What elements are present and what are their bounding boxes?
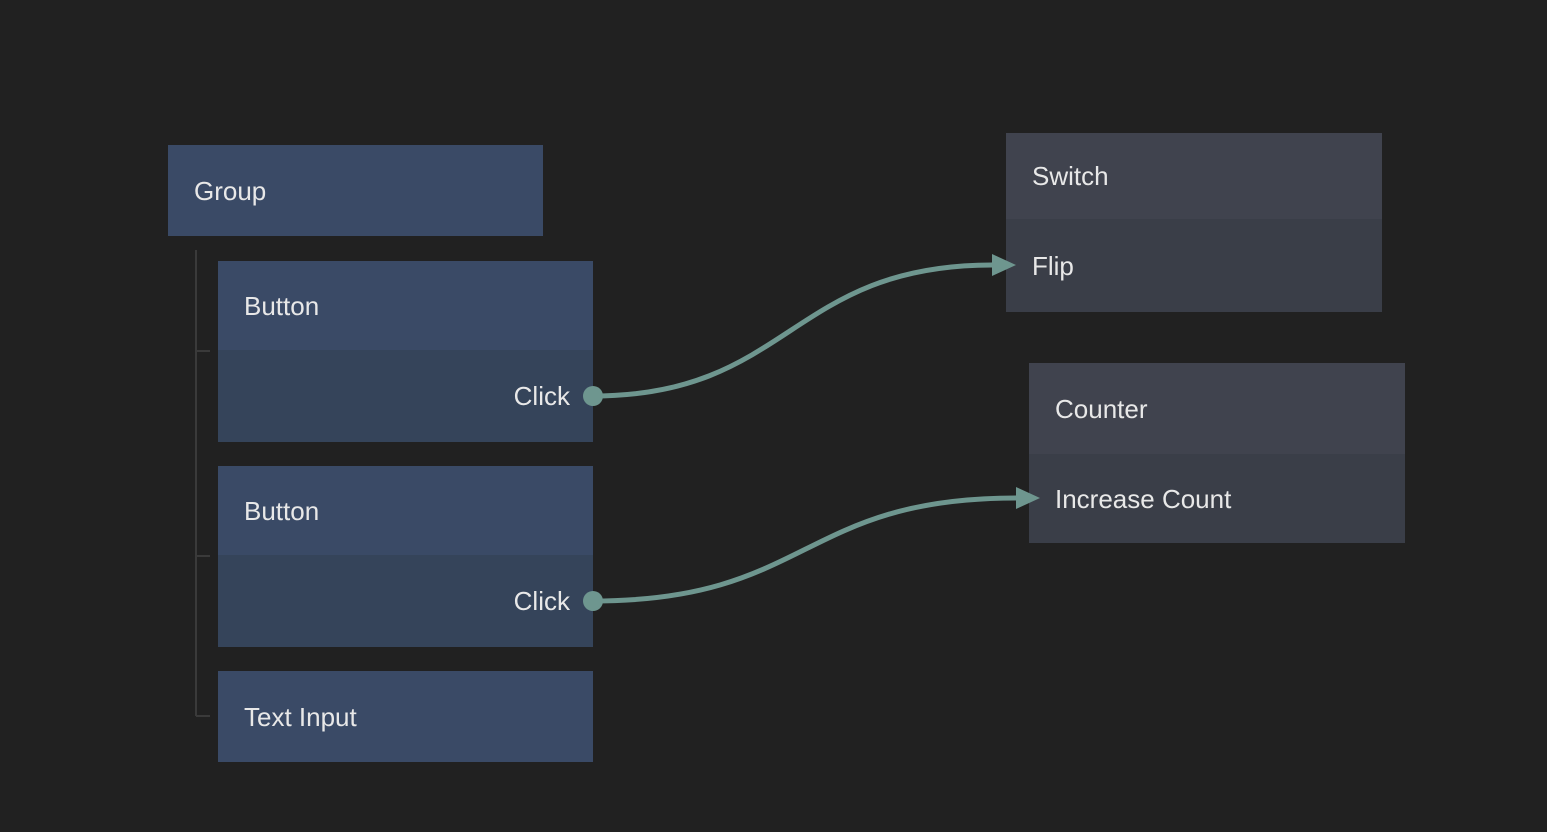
node-group-title: Group: [194, 175, 267, 206]
node-button-1-header[interactable]: Button: [218, 261, 593, 350]
node-counter-body: Increase Count: [1029, 454, 1405, 543]
node-counter-header[interactable]: Counter: [1029, 363, 1405, 454]
node-counter-title: Counter: [1055, 393, 1148, 424]
node-button-2[interactable]: Button Click: [218, 466, 593, 647]
input-port-label-flip: Flip: [1032, 250, 1074, 281]
node-group-header[interactable]: Group: [168, 145, 543, 236]
node-text-input-header[interactable]: Text Input: [218, 671, 593, 762]
edge-click2-to-increase-count[interactable]: [592, 487, 1040, 604]
node-text-input[interactable]: Text Input: [218, 671, 593, 762]
node-group[interactable]: Group: [168, 145, 543, 236]
output-port-label-click-2: Click: [513, 586, 570, 616]
node-text-input-title: Text Input: [244, 701, 357, 732]
node-switch-title: Switch: [1032, 161, 1109, 191]
node-button-1-body: Click: [218, 350, 593, 442]
edge-click1-to-flip[interactable]: [592, 254, 1016, 399]
node-button-2-body: Click: [218, 555, 593, 647]
node-button-2-header[interactable]: Button: [218, 466, 593, 555]
node-button-1-title: Button: [244, 290, 320, 321]
node-button-2-title: Button: [244, 495, 320, 526]
node-counter[interactable]: Counter Increase Count: [1029, 363, 1405, 543]
output-port-label-click-1: Click: [513, 381, 570, 411]
edge-click2-to-increase-count-path[interactable]: [592, 495, 1017, 604]
input-port-label-increase-count: Increase Count: [1055, 483, 1232, 514]
group-tree-connector: [195, 250, 210, 717]
node-switch[interactable]: Switch Flip: [1006, 133, 1382, 312]
edge-click1-to-flip-path[interactable]: [592, 262, 993, 399]
node-switch-body: Flip: [1006, 219, 1382, 312]
node-switch-header[interactable]: Switch: [1006, 133, 1382, 219]
node-button-1[interactable]: Button Click: [218, 261, 593, 442]
